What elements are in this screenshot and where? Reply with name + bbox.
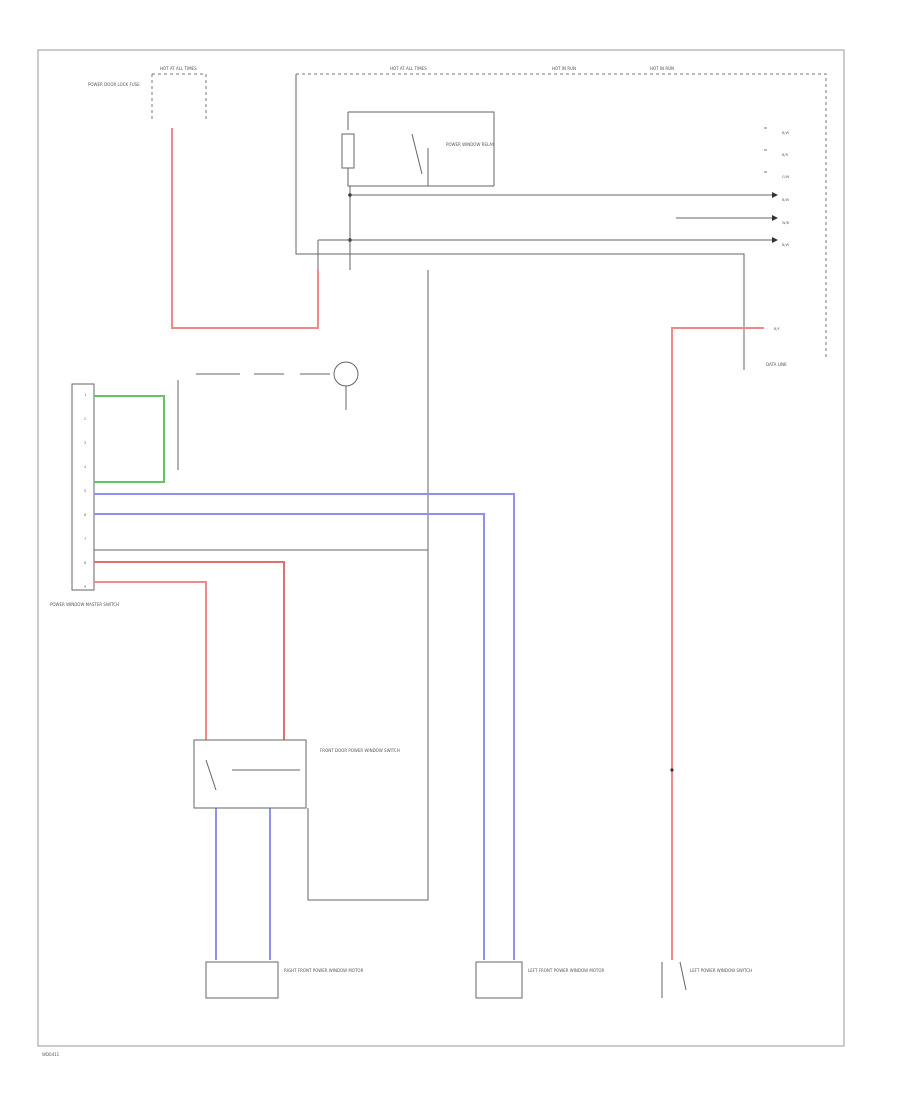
wire-red-right bbox=[671, 327, 764, 960]
fuse-block-center: HOT AT ALL TIMES HOT IN RUN HOT IN RUN bbox=[296, 66, 827, 360]
svg-text:5: 5 bbox=[84, 489, 86, 493]
left-front-motor: LEFT FRONT POWER WINDOW MOTOR bbox=[475, 961, 605, 999]
svg-text:W/B: W/B bbox=[782, 221, 790, 225]
connector-right-label: DATA LINK bbox=[766, 362, 787, 367]
svg-text:B/Y: B/Y bbox=[774, 327, 781, 331]
relay-output-lines bbox=[318, 192, 778, 243]
motor-right-label: RIGHT FRONT POWER WINDOW MOTOR bbox=[284, 968, 364, 973]
wire-red-master-1 bbox=[94, 581, 207, 740]
wire-green bbox=[94, 395, 165, 483]
fuse-left-hot-label: HOT AT ALL TIMES bbox=[160, 66, 197, 71]
svg-text:8: 8 bbox=[84, 561, 86, 565]
fuse-right1-label: HOT IN RUN bbox=[552, 66, 576, 71]
fuse-center-label: HOT AT ALL TIMES bbox=[390, 66, 427, 71]
footer-code: WD0411 bbox=[42, 1052, 60, 1057]
svg-text:B/W: B/W bbox=[782, 243, 790, 247]
svg-text:3: 3 bbox=[84, 441, 86, 445]
front-door-switch: FRONT DOOR POWER WINDOW SWITCH bbox=[193, 739, 400, 809]
switch-master-label: FRONT DOOR POWER WINDOW SWITCH bbox=[320, 748, 400, 753]
connector-right: B/W B/R G/W B/W W/B B/W B/Y DATA LINK bbox=[764, 127, 790, 367]
svg-text:6: 6 bbox=[84, 513, 86, 517]
diagram-frame bbox=[37, 49, 845, 1047]
wire-red-top-left bbox=[171, 128, 319, 329]
svg-text:G/W: G/W bbox=[782, 175, 790, 179]
svg-text:7: 7 bbox=[84, 537, 86, 541]
wire-gray-center bbox=[307, 270, 429, 901]
wire-blue-1 bbox=[94, 493, 515, 960]
wire-blue-2 bbox=[94, 513, 485, 960]
switch-right-label: LEFT POWER WINDOW SWITCH bbox=[690, 968, 752, 973]
left-window-switch: LEFT POWER WINDOW SWITCH bbox=[661, 768, 752, 998]
fuse-left-label: POWER DOOR LOCK FUSE bbox=[88, 82, 140, 87]
svg-text:B/W: B/W bbox=[782, 198, 790, 202]
right-front-motor: RIGHT FRONT POWER WINDOW MOTOR bbox=[205, 961, 364, 999]
svg-text:B/R: B/R bbox=[782, 153, 789, 157]
motor-left-label: LEFT FRONT POWER WINDOW MOTOR bbox=[528, 968, 605, 973]
svg-text:4: 4 bbox=[84, 465, 87, 469]
wire-red-master-2 bbox=[94, 561, 285, 740]
relay-label: POWER WINDOW RELAY bbox=[446, 142, 495, 147]
module-left-label: POWER WINDOW MASTER SWITCH bbox=[50, 602, 119, 607]
fuse-block-left: POWER DOOR LOCK FUSE HOT AT ALL TIMES bbox=[88, 66, 207, 122]
mid-connector bbox=[177, 361, 359, 470]
svg-text:2: 2 bbox=[84, 417, 86, 421]
svg-text:9: 9 bbox=[84, 585, 86, 589]
svg-text:B/W: B/W bbox=[782, 131, 790, 135]
relay-box: POWER WINDOW RELAY bbox=[317, 111, 495, 270]
fuse-right2-label: HOT IN RUN bbox=[650, 66, 674, 71]
svg-text:1: 1 bbox=[84, 393, 86, 397]
power-window-master-switch: POWER WINDOW MASTER SWITCH 1 2 3 4 5 6 7… bbox=[50, 383, 119, 607]
